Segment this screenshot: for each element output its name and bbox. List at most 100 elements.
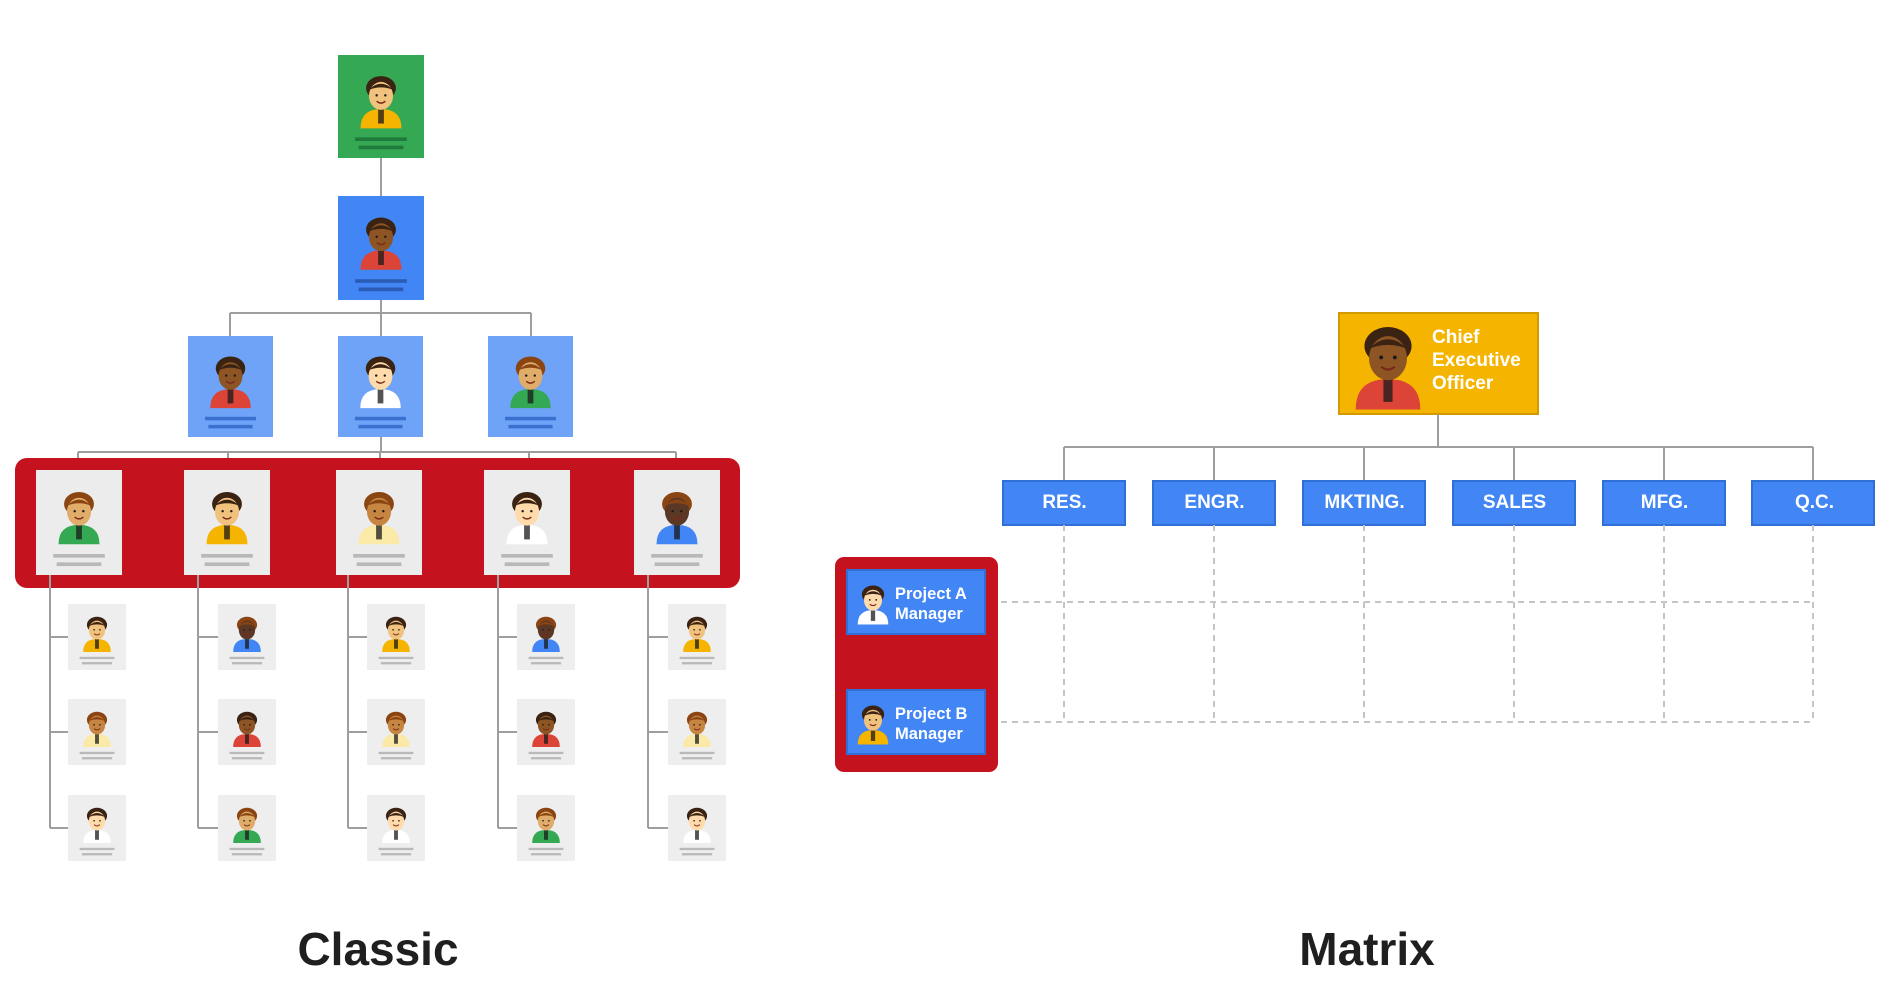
mouth (693, 633, 701, 636)
eye (693, 628, 695, 631)
mouth (1380, 365, 1396, 371)
bangs (88, 812, 106, 818)
bangs (537, 812, 555, 818)
eye (693, 819, 695, 822)
eye (93, 819, 95, 822)
caption-bar (651, 554, 703, 558)
person-icon (382, 616, 410, 653)
mouth (225, 380, 236, 384)
person-icon (532, 616, 560, 653)
staff-card-5-1 (668, 604, 726, 670)
ceo-title-line-2: Executive (1432, 350, 1521, 371)
eye (249, 723, 251, 726)
mouth (525, 380, 536, 384)
staff-card-2-2 (218, 699, 276, 765)
person-icon (360, 76, 402, 129)
tie (245, 734, 249, 744)
eye (699, 819, 701, 822)
staff-card-3-1 (367, 604, 425, 670)
staff-card-3-2 (367, 699, 425, 765)
caption-bar (358, 424, 403, 429)
face (218, 362, 243, 390)
department-box-1 (1002, 480, 1126, 526)
tie (95, 639, 99, 649)
caption-bar (358, 287, 404, 292)
mouth (693, 728, 701, 731)
caption-bar (679, 656, 715, 660)
person-icon (683, 711, 711, 748)
eye (82, 510, 85, 513)
eye (230, 510, 233, 513)
manager-card-3 (336, 470, 422, 575)
caption-bar (353, 554, 405, 558)
person-icon (360, 356, 401, 409)
caption-bar (380, 853, 412, 856)
caption-bar (229, 847, 265, 851)
person-icon (532, 807, 560, 844)
caption-bar (508, 424, 553, 429)
eye (680, 510, 683, 513)
mouth (392, 728, 400, 731)
person-icon (510, 356, 551, 409)
eye (73, 510, 76, 513)
caption-bar (81, 853, 113, 856)
ceo-title: Chief Executive Officer (1432, 326, 1552, 395)
caption-bar (56, 562, 102, 567)
mouth (74, 516, 84, 520)
bangs (238, 716, 256, 722)
bangs (864, 591, 882, 596)
project-b-line-2: Manager (895, 725, 963, 743)
eye (398, 628, 400, 631)
person-icon (83, 807, 111, 844)
person-icon (233, 616, 261, 653)
person-icon (683, 616, 711, 653)
person-icon (506, 491, 548, 545)
eye (398, 723, 400, 726)
caption-bar (231, 853, 263, 856)
person-icon (358, 491, 400, 545)
bangs (688, 621, 706, 627)
person-icon (360, 217, 402, 270)
eye (233, 374, 236, 377)
tie (378, 250, 384, 265)
mouth (375, 380, 386, 384)
mouth (392, 633, 400, 636)
department-mkting: MKTING. (1324, 492, 1405, 513)
department-box-6 (1751, 480, 1875, 526)
tie (377, 389, 384, 404)
department-sales: SALES (1482, 492, 1547, 513)
face (238, 811, 256, 831)
department-box-4 (1452, 480, 1576, 526)
caption-bar (231, 662, 263, 665)
caption-bar (231, 757, 263, 760)
caption-bar (380, 757, 412, 760)
mouth (693, 824, 701, 827)
department-box-5 (1602, 480, 1726, 526)
caption-bar (528, 847, 564, 851)
bangs (537, 621, 555, 627)
bangs (238, 812, 256, 818)
eye (221, 510, 224, 513)
person-icon (382, 711, 410, 748)
caption-bar (504, 562, 550, 567)
tie (394, 734, 398, 744)
bangs (366, 499, 392, 506)
ceo-avatar (1355, 327, 1421, 410)
bangs (214, 499, 240, 506)
bangs (88, 621, 106, 627)
tie (695, 830, 699, 840)
caption-bar (79, 847, 115, 851)
senior-executive-card (338, 196, 424, 300)
face (238, 620, 256, 640)
eye (542, 819, 544, 822)
tie (524, 524, 530, 540)
face (514, 497, 540, 526)
eye (542, 723, 544, 726)
bangs (387, 812, 405, 818)
staff-card-1-2 (68, 699, 126, 765)
bangs (664, 499, 690, 506)
tie (376, 524, 382, 540)
eye (382, 510, 385, 513)
eye (868, 718, 871, 721)
bangs (688, 716, 706, 722)
